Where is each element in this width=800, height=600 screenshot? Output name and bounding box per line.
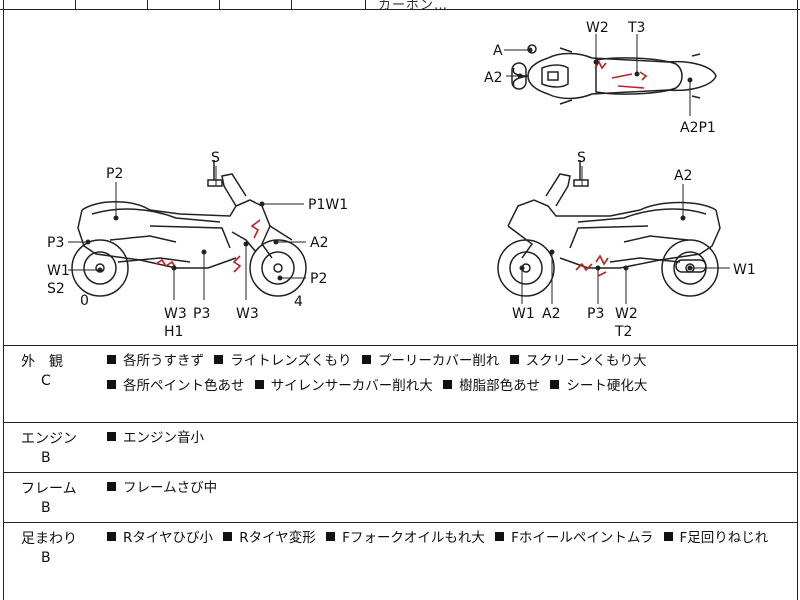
label-right-t2: T2 [614, 324, 632, 340]
square-bullet-icon [663, 532, 673, 541]
finding-text: 樹脂部色あせ [459, 378, 541, 394]
square-bullet-icon [107, 482, 116, 491]
top-view-scooter [511, 44, 717, 105]
square-bullet-icon [107, 355, 116, 364]
finding-text: 各所ペイント色あせ [123, 378, 245, 394]
finding-text: エンジン音小 [123, 430, 204, 446]
header-fragment: カーボン… [378, 0, 449, 13]
section-title: 足まわり [21, 531, 77, 547]
label-left-p3: P3 [47, 235, 64, 251]
section-items: フレームさび中 [107, 476, 797, 501]
finding-text: F足回りねじれ [679, 530, 769, 546]
label-left-a2: A2 [310, 235, 328, 251]
finding-item: ライトレンズくもり [214, 353, 352, 369]
square-bullet-icon [550, 380, 560, 389]
sheet-frame [3, 0, 798, 600]
finding-item: Rタイヤひび小 [107, 530, 213, 546]
finding-item: Fフォークオイルもれ大 [326, 530, 485, 546]
finding-text: フレームさび中 [123, 480, 218, 496]
section-grade: C [41, 373, 51, 389]
finding-text: ライトレンズくもり [230, 353, 352, 369]
finding-item: 各所ペイント色あせ [107, 378, 245, 394]
label-left-w3-b: W3 [236, 306, 259, 322]
section-suspension: 足まわり B Rタイヤひび小 Rタイヤ変形 Fフォークオイルもれ大 Fホイールペ… [3, 522, 798, 600]
finding-item: シート硬化大 [550, 378, 647, 394]
label-left-p3-bottom: P3 [193, 306, 210, 322]
finding-text: Rタイヤひび小 [123, 530, 213, 546]
section-items: エンジン音小 [107, 426, 797, 451]
section-grade: B [41, 550, 51, 566]
label-top-a2: A2 [484, 70, 502, 86]
finding-item: フレームさび中 [107, 480, 217, 496]
square-bullet-icon [214, 355, 224, 364]
square-bullet-icon [361, 355, 371, 364]
right-view-scooter [497, 160, 721, 297]
label-left-h1: H1 [164, 324, 183, 340]
square-bullet-icon [223, 532, 233, 541]
section-items: Rタイヤひび小 Rタイヤ変形 Fフォークオイルもれ大 Fホイールペイントムラ F… [107, 526, 797, 551]
finding-item: Fホイールペイントムラ [495, 530, 653, 546]
left-view-scooter [71, 160, 307, 297]
label-top-a: A [493, 43, 503, 59]
label-left-p1w1: P1W1 [308, 197, 348, 213]
finding-text: 各所うすきず [123, 353, 204, 369]
square-bullet-icon [107, 432, 116, 441]
finding-item: F足回りねじれ [663, 530, 769, 546]
label-right-p3: P3 [587, 306, 604, 322]
finding-text: シート硬化大 [566, 378, 648, 394]
damage-marks-left [155, 219, 261, 273]
square-bullet-icon [326, 532, 336, 541]
finding-text: プーリーカバー削れ [377, 353, 500, 369]
section-title: エンジン [21, 431, 77, 447]
finding-item: Rタイヤ変形 [223, 530, 316, 546]
square-bullet-icon [254, 380, 264, 389]
damage-diagram: A A2 W2 T3 A2P1 [47, 20, 756, 340]
label-left-0: 0 [80, 293, 89, 309]
finding-item: 各所うすきず [107, 353, 204, 369]
square-bullet-icon [107, 532, 116, 541]
finding-text: Rタイヤ変形 [239, 530, 316, 546]
damage-marks-right [575, 254, 609, 277]
section-engine: エンジン B エンジン音小 [3, 422, 798, 472]
square-bullet-icon [495, 532, 505, 541]
label-left-p2-bottom: P2 [310, 271, 327, 287]
finding-item: サイレンサーカバー削れ大 [254, 378, 433, 394]
section-items: 各所うすきず ライトレンズくもり プーリーカバー削れ スクリーンくもり大 各所ペ… [107, 349, 797, 399]
label-right-a2-bottom: A2 [542, 306, 560, 322]
label-left-p2-top: P2 [106, 166, 123, 182]
section-title: 外 観 [21, 354, 63, 370]
section-grade: B [41, 450, 51, 466]
finding-item: プーリーカバー削れ [361, 353, 500, 369]
square-bullet-icon [509, 355, 519, 364]
finding-text: Fホイールペイントムラ [511, 530, 654, 546]
square-bullet-icon [107, 380, 116, 389]
label-top-t3: T3 [627, 20, 645, 36]
finding-item: スクリーンくもり大 [509, 353, 647, 369]
label-left-s2: S2 [47, 281, 65, 297]
finding-item: エンジン音小 [107, 430, 204, 446]
label-right-a2-top: A2 [674, 168, 692, 184]
label-right-s: S [577, 150, 586, 166]
finding-item: 樹脂部色あせ [443, 378, 540, 394]
label-left-4: 4 [294, 294, 303, 310]
finding-text: サイレンサーカバー削れ大 [270, 378, 433, 394]
section-title: フレーム [21, 481, 77, 497]
label-top-w2: W2 [586, 20, 609, 36]
section-frame: フレーム B フレームさび中 [3, 472, 798, 522]
damage-marks-top [594, 60, 648, 89]
label-left-w1: W1 [47, 263, 70, 279]
label-right-w2: W2 [615, 306, 638, 322]
section-exterior: 外 観 C 各所うすきず ライトレンズくもり プーリーカバー削れ スクリーンくも… [3, 345, 798, 422]
label-left-w3-a: W3 [164, 306, 187, 322]
finding-text: Fフォークオイルもれ大 [342, 530, 485, 546]
label-right-w1-side: W1 [733, 262, 756, 278]
finding-text: スクリーンくもり大 [525, 353, 647, 369]
section-grade: B [41, 500, 51, 516]
label-top-a2p1: A2P1 [680, 120, 716, 136]
label-right-w1-bottom: W1 [512, 306, 535, 322]
label-left-s: S [211, 150, 220, 166]
square-bullet-icon [443, 380, 453, 389]
header-strip: カーボン… [0, 0, 800, 13]
